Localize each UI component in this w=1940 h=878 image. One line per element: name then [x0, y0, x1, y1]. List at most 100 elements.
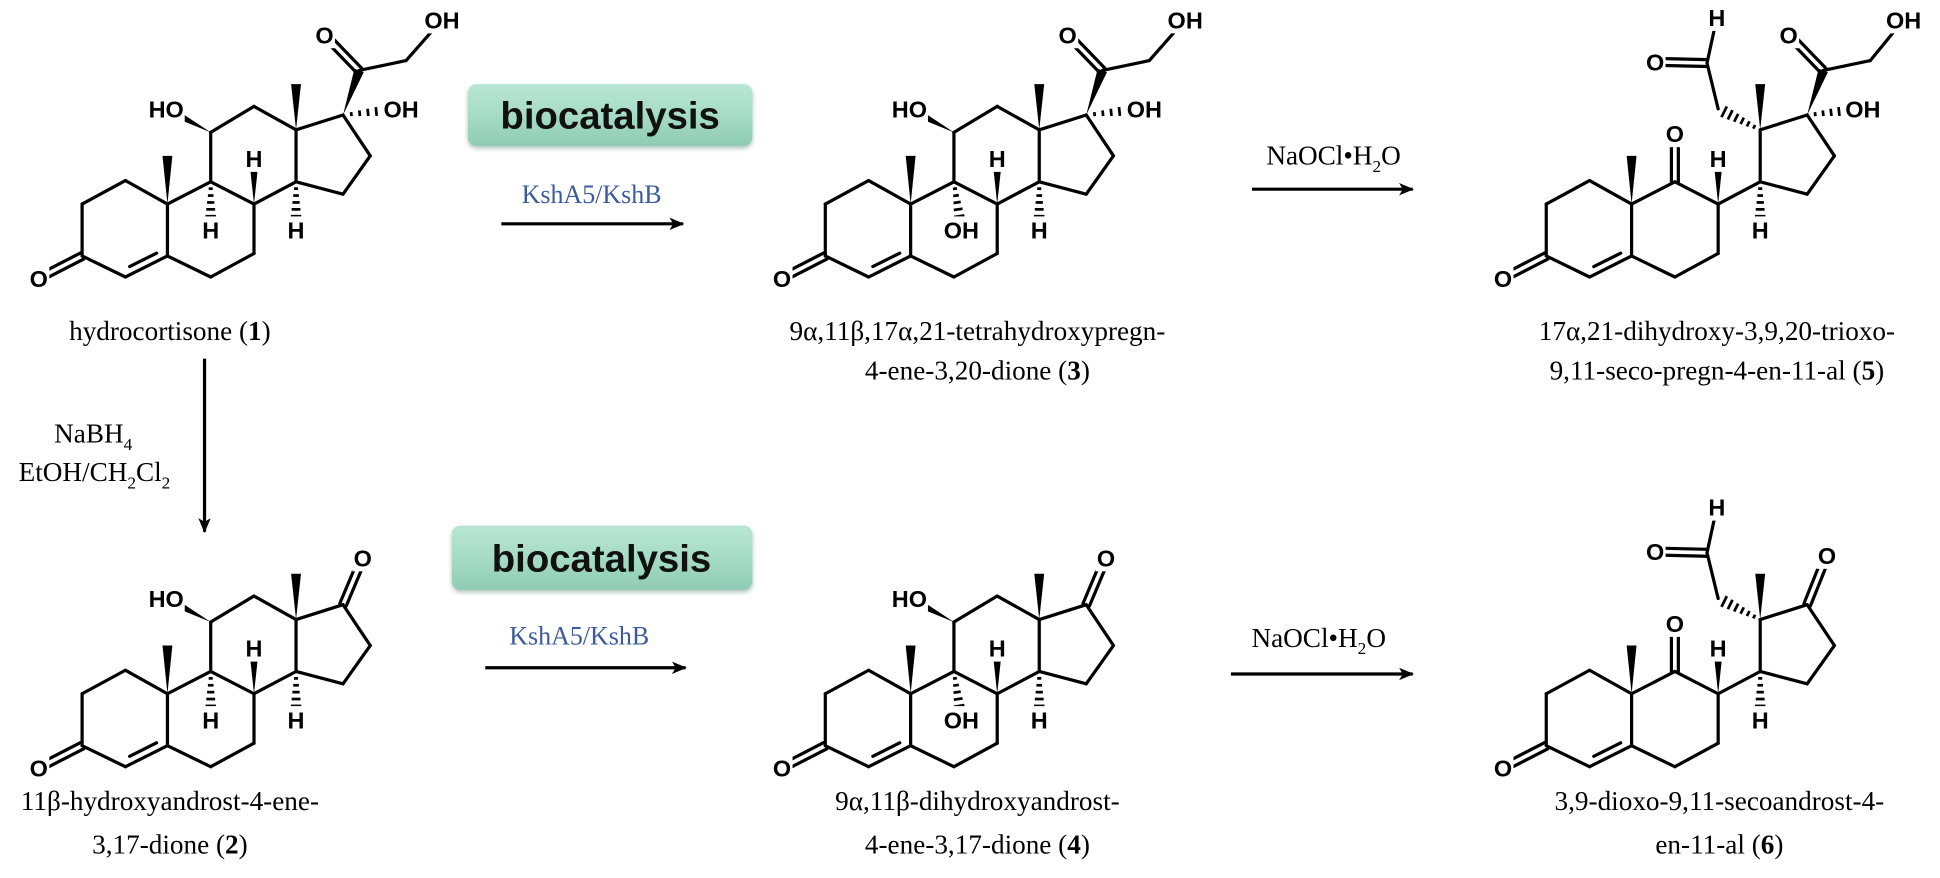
- bonds: [1499, 505, 1837, 773]
- bonds: [35, 18, 444, 283]
- atom-label-o11: HO: [890, 95, 928, 122]
- atom-text: H: [1708, 5, 1725, 31]
- bonds: [1499, 15, 1906, 283]
- compound-3-name: 9α,11β,17α,21-tetrahydroxypregn-: [790, 316, 1166, 346]
- atom-label-h11: H: [1706, 3, 1728, 31]
- atom-text: H: [202, 218, 219, 244]
- compound-2-name-line2: 3,17-dione (2): [92, 829, 248, 859]
- bottom-oxidation-step: NaOCl•H2O: [1230, 623, 1414, 681]
- top-biocatalysis-step: biocatalysis KshA5/KshB: [467, 84, 753, 231]
- atom-text: HO: [149, 96, 184, 122]
- atom-text: H: [246, 636, 263, 662]
- atom-label-o9: OH: [942, 216, 980, 244]
- atom-text: O: [773, 266, 791, 292]
- atom-text: O: [773, 756, 791, 782]
- atom-text: OH: [944, 707, 979, 733]
- atom-text: H: [246, 146, 263, 172]
- atom-text: OH: [1845, 96, 1880, 122]
- atom-label-o9: OH: [942, 706, 980, 733]
- atom-text: H: [1752, 707, 1769, 733]
- compound-2-name: 11β-hydroxyandrost-4-ene-: [21, 786, 319, 816]
- atom-label-o11: O: [1644, 537, 1666, 565]
- reagent-line-2: EtOH/CH2Cl2: [19, 457, 171, 492]
- bonds: [35, 554, 372, 773]
- atom-label-h8: H: [1707, 634, 1729, 662]
- atom-text: H: [1710, 636, 1727, 662]
- atom-text: H: [288, 218, 305, 244]
- atom-text: HO: [149, 586, 184, 612]
- atom-text: O: [354, 545, 372, 571]
- atom-label-o3: O: [1492, 754, 1514, 782]
- compound-5-name-line2: 9,11-seco-pregn-4-en-11-al (5): [1550, 356, 1885, 386]
- compound-3-name-line2: 4-ene-3,20-dione (3): [865, 356, 1090, 386]
- atom-label-o11: HO: [147, 584, 185, 612]
- atom-text: H: [202, 707, 219, 733]
- atom-label-o20: O: [1778, 21, 1800, 48]
- bottom-biocatalysis-step: biocatalysis KshA5/KshB: [451, 525, 753, 674]
- atom-text: O: [315, 22, 333, 48]
- atom-label-o17: OH: [1844, 95, 1882, 122]
- atom-text: H: [288, 707, 305, 733]
- atom-label-o17: O: [1095, 544, 1117, 571]
- atom-text: OH: [1886, 7, 1921, 33]
- atom-text: O: [1646, 539, 1664, 565]
- atom-label-o21: OH: [423, 6, 461, 33]
- atom-text: H: [989, 146, 1006, 172]
- atom-text: H: [1031, 707, 1048, 733]
- atom-label-o21: OH: [1166, 6, 1204, 33]
- atom-label-h9: H: [200, 706, 222, 733]
- biocatalysis-badge: [451, 525, 753, 590]
- atom-label-h14: H: [1028, 706, 1050, 733]
- atom-text: O: [1646, 49, 1664, 75]
- atom-label-o3: O: [771, 264, 793, 292]
- compound-1-name: hydrocortisone (1): [69, 316, 271, 346]
- atom-text: HO: [892, 586, 927, 612]
- reagent-label: NaOCl•H2O: [1266, 140, 1400, 175]
- atom-label-h8: H: [243, 144, 265, 172]
- atom-text: O: [30, 756, 48, 782]
- atom-text: O: [1097, 545, 1115, 571]
- compound-6-name-line2: en-11-al (6): [1655, 829, 1783, 859]
- atom-label-o11: O: [1644, 48, 1666, 75]
- atom-text: H: [1708, 495, 1725, 521]
- atom-label-o17: OH: [382, 95, 420, 122]
- atom-text: O: [1780, 22, 1798, 48]
- atom-text: H: [1710, 146, 1727, 172]
- reagent-label: NaOCl•H2O: [1251, 623, 1385, 658]
- atom-text: OH: [944, 218, 979, 244]
- bonds: [778, 18, 1187, 283]
- atom-label-o9: O: [1664, 609, 1686, 637]
- atom-label-o20: O: [1057, 21, 1079, 48]
- bonds: [778, 554, 1116, 773]
- biocatalysis-badge: [467, 84, 753, 146]
- compound-5-name: 17α,21-dihydroxy-3,9,20-trioxo-: [1539, 316, 1895, 346]
- atom-label-o17: O: [352, 544, 374, 571]
- atom-label-o11: HO: [890, 584, 928, 612]
- atom-text: O: [1666, 611, 1684, 637]
- atom-text: O: [1494, 266, 1512, 292]
- atom-label-h14: H: [285, 216, 307, 244]
- atom-label-o3: O: [28, 264, 50, 292]
- atom-label-h8: H: [243, 634, 265, 662]
- atom-label-h11: H: [1706, 493, 1728, 521]
- atom-label-h14: H: [285, 706, 307, 733]
- atom-label-o20: O: [313, 21, 335, 48]
- atom-label-h8: H: [986, 144, 1008, 172]
- biocatalysis-badge-label: biocatalysis: [492, 537, 711, 580]
- atom-label-h14: H: [1028, 216, 1050, 244]
- atom-text: OH: [424, 7, 459, 33]
- enzyme-label: KshA5/KshB: [509, 621, 649, 650]
- atom-text: O: [30, 266, 48, 292]
- atom-label-h8: H: [1707, 144, 1729, 172]
- atom-text: H: [989, 636, 1006, 662]
- atom-text: H: [1752, 218, 1769, 244]
- atom-label-o3: O: [771, 754, 793, 782]
- atom-label-o3: O: [28, 754, 50, 782]
